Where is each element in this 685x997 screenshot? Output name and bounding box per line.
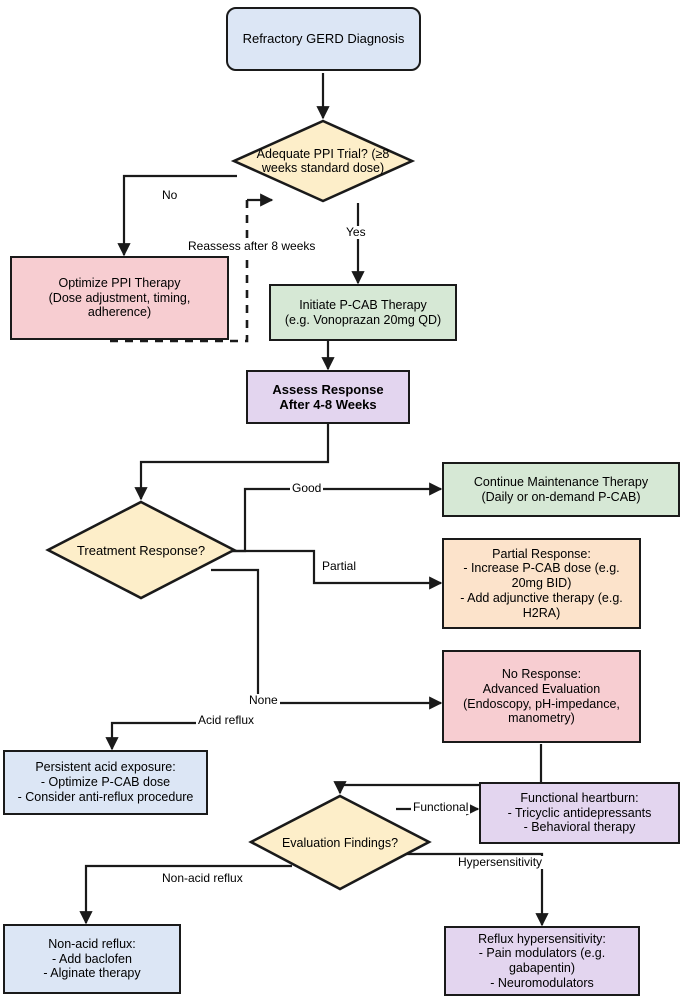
diamond-shape xyxy=(248,794,432,891)
node-label: Refractory GERD Diagnosis xyxy=(242,31,405,47)
node-refractory-gerd-diagnosis[interactable]: Refractory GERD Diagnosis xyxy=(226,7,421,71)
node-treatment-response[interactable]: Treatment Response? xyxy=(45,500,237,600)
edge-label-reassess-after-8-weeks: Reassess after 8 weeks xyxy=(186,239,318,254)
node-non-acid-reflux[interactable]: Non-acid reflux: - Add baclofen - Algina… xyxy=(3,924,181,994)
edge-response-to-partial xyxy=(232,549,443,590)
edge-label-yes: Yes xyxy=(344,225,368,240)
edge-no-response-to-acid-exposure xyxy=(105,721,203,751)
edge-label-acid-reflux: Acid reflux xyxy=(196,713,257,728)
edge-label-partial: Partial xyxy=(320,559,359,574)
node-label: Partial Response: - Increase P-CAB dose … xyxy=(460,546,623,620)
node-label: Non-acid reflux: - Add baclofen - Algina… xyxy=(43,936,141,981)
node-persistent-acid-exposure[interactable]: Persistent acid exposure: - Optimize P-C… xyxy=(3,750,208,815)
node-no-response-advanced-evaluation[interactable]: No Response: Advanced Evaluation (Endosc… xyxy=(442,650,641,743)
node-initiate-pcab-therapy[interactable]: Initiate P-CAB Therapy (e.g. Vonoprazan … xyxy=(269,284,457,341)
edge-assess-to-response xyxy=(134,424,330,501)
node-assess-response[interactable]: Assess Response After 4-8 Weeks xyxy=(246,370,410,424)
diamond-shape xyxy=(230,119,416,203)
node-label: Functional heartburn: - Tricyclic antide… xyxy=(507,790,652,835)
node-adequate-ppi-trial[interactable]: Adequate PPI Trial? (≥8 weeks standard d… xyxy=(230,119,416,203)
edge-eval-find-to-nonacid xyxy=(79,864,292,925)
node-label: Reflux hypersensitivity: - Pain modulato… xyxy=(478,931,606,990)
edge-eval-find-to-hypersens xyxy=(381,852,549,927)
diamond-shape xyxy=(45,500,237,600)
node-continue-maintenance-therapy[interactable]: Continue Maintenance Therapy (Daily or o… xyxy=(442,462,680,517)
edge-label-non-acid-reflux: Non-acid reflux xyxy=(160,871,245,886)
node-label: Initiate P-CAB Therapy (e.g. Vonoprazan … xyxy=(284,297,442,327)
edge-ppi-trial-to-optimize-ppi xyxy=(117,174,237,257)
node-label: Assess Response After 4-8 Weeks xyxy=(272,381,384,412)
edge-label-good: Good xyxy=(290,481,324,496)
edge-label-none: None xyxy=(247,693,280,708)
edge-label-hypersensitivity: Hypersensitivity xyxy=(456,855,545,870)
node-label: Persistent acid exposure: - Optimize P-C… xyxy=(17,760,194,804)
node-label: Optimize PPI Therapy (Dose adjustment, t… xyxy=(48,275,191,320)
node-functional-heartburn[interactable]: Functional heartburn: - Tricyclic antide… xyxy=(479,782,680,844)
node-optimize-ppi-therapy[interactable]: Optimize PPI Therapy (Dose adjustment, t… xyxy=(10,256,229,340)
edge-response-to-maintenance xyxy=(211,482,443,553)
node-evaluation-findings[interactable]: Evaluation Findings? xyxy=(248,794,432,891)
edge-label-functional: Functional xyxy=(411,800,471,815)
edge-no-response-to-eval-find xyxy=(333,744,543,795)
edge-label-no: No xyxy=(160,188,180,203)
edge-response-to-no-response xyxy=(211,568,443,710)
node-partial-response[interactable]: Partial Response: - Increase P-CAB dose … xyxy=(442,538,641,629)
node-label: No Response: Advanced Evaluation (Endosc… xyxy=(463,667,620,726)
node-reflux-hypersensitivity[interactable]: Reflux hypersensitivity: - Pain modulato… xyxy=(444,926,640,996)
node-label: Continue Maintenance Therapy (Daily or o… xyxy=(473,474,649,504)
